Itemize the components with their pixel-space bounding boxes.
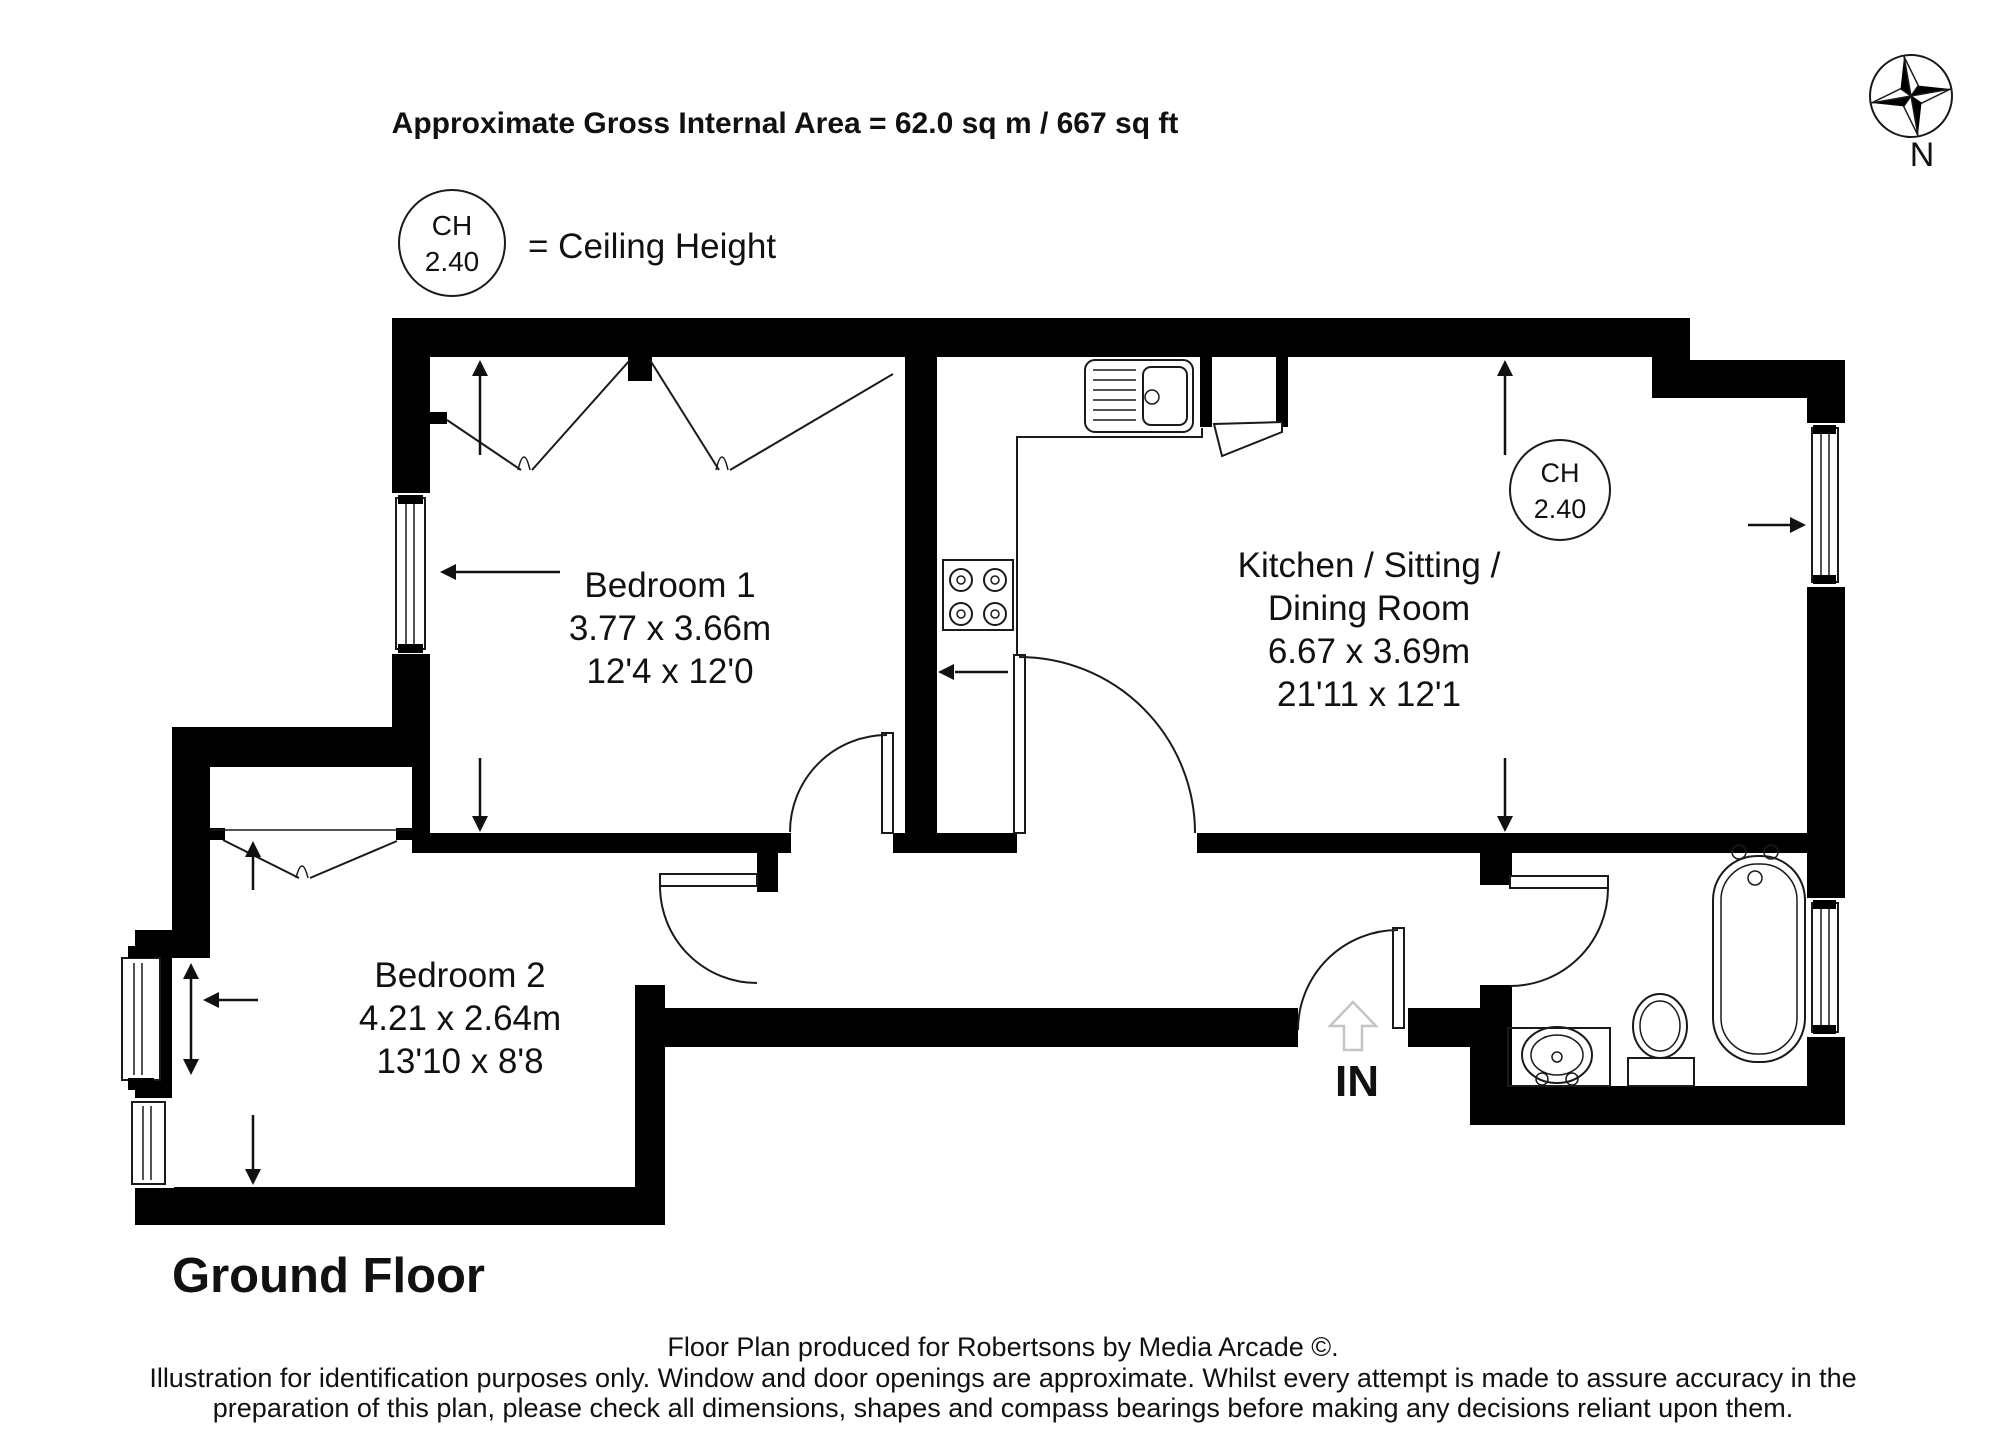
bedroom2-door	[659, 873, 758, 984]
footer: Floor Plan produced for Robertsons by Me…	[149, 1332, 1856, 1423]
footer-line3: preparation of this plan, please check a…	[213, 1393, 1793, 1423]
bedroom2-lower-left-window	[126, 1098, 174, 1188]
ch-value: 2.40	[425, 246, 480, 277]
dimension-arrows	[183, 360, 1806, 1185]
ceiling-height-legend: CH 2.40 = Ceiling Height	[398, 189, 776, 297]
kitchen-imperial: 21'11 x 12'1	[1277, 675, 1461, 714]
kitchen-back-door	[1212, 420, 1283, 458]
footer-line2: Illustration for identification purposes…	[149, 1363, 1856, 1393]
dimension-arrow-down-icon	[472, 758, 488, 832]
bedroom2-top-casement-window	[210, 829, 412, 879]
entry-door	[1297, 927, 1405, 1031]
bedroom2-upper-left-window	[121, 946, 161, 1090]
dimension-arrow-up-icon	[245, 841, 261, 890]
bedroom2-name: Bedroom 2	[374, 956, 545, 995]
dimension-arrow-double-icon	[183, 963, 199, 1075]
doors	[659, 420, 1609, 1031]
ch-abbr: CH	[432, 210, 472, 241]
bedroom1-imperial: 12'4 x 12'0	[586, 652, 753, 691]
room-labels: Bedroom 1 3.77 x 3.66m 12'4 x 12'0 Kitch…	[359, 546, 1501, 1081]
compass-north-label: N	[1910, 136, 1935, 174]
bedroom2-metric: 4.21 x 2.64m	[359, 999, 561, 1038]
kitchen-sink	[1084, 359, 1194, 433]
bedroom1-top-casement-windows	[446, 359, 894, 471]
basin	[1507, 1026, 1611, 1087]
dimension-arrow-left-icon	[440, 564, 560, 580]
bedroom1-door	[789, 732, 894, 834]
hob	[942, 559, 1014, 631]
kitchen-name-line1: Kitchen / Sitting /	[1238, 546, 1501, 585]
kitchen-right-window	[1805, 423, 1847, 587]
toilet	[1627, 993, 1695, 1087]
ch-legend-label: = Ceiling Height	[528, 227, 776, 266]
ch-circle-icon	[398, 189, 506, 297]
dimension-arrow-up-icon	[1497, 360, 1513, 455]
page-title: Approximate Gross Internal Area = 62.0 s…	[392, 107, 1179, 140]
walls	[135, 318, 1845, 1225]
dimension-arrow-down-icon	[245, 1115, 261, 1185]
dimension-arrow-left-icon	[938, 664, 1008, 680]
kitchen-fixtures	[942, 359, 1203, 655]
dimension-arrow-up-icon	[472, 360, 488, 455]
entrance-label: IN	[1335, 1057, 1379, 1106]
kitchen-ch-abbr: CH	[1541, 458, 1580, 488]
dimension-arrow-right-icon	[1748, 517, 1806, 533]
entry-arrow-icon	[1327, 1000, 1379, 1052]
bathroom-door	[1509, 875, 1609, 987]
windows	[121, 359, 1847, 1188]
kitchen-counter	[1016, 428, 1203, 655]
bedroom2-imperial: 13'10 x 8'8	[376, 1042, 543, 1081]
entrance: IN	[1327, 1000, 1379, 1106]
dimension-arrow-down-icon	[1497, 758, 1513, 832]
footer-line1: Floor Plan produced for Robertsons by Me…	[667, 1332, 1338, 1362]
kitchen-door	[1013, 654, 1196, 834]
compass-icon: N	[1869, 54, 1953, 174]
bedroom1-left-window	[390, 493, 432, 654]
bathroom-right-window	[1805, 898, 1847, 1037]
ch-circle-icon	[1509, 439, 1611, 541]
bedroom1-name: Bedroom 1	[584, 566, 755, 605]
bathtub	[1712, 844, 1806, 1063]
dimension-arrow-left-icon	[203, 992, 258, 1008]
bedroom1-metric: 3.77 x 3.66m	[569, 609, 771, 648]
kitchen-ch-value: 2.40	[1534, 494, 1587, 524]
bathroom-fixtures	[1507, 844, 1806, 1087]
kitchen-ceiling-height: CH 2.40	[1509, 439, 1611, 541]
floor-title: Ground Floor	[172, 1249, 485, 1303]
kitchen-metric: 6.67 x 3.69m	[1268, 632, 1470, 671]
kitchen-name-line2: Dining Room	[1268, 589, 1470, 628]
